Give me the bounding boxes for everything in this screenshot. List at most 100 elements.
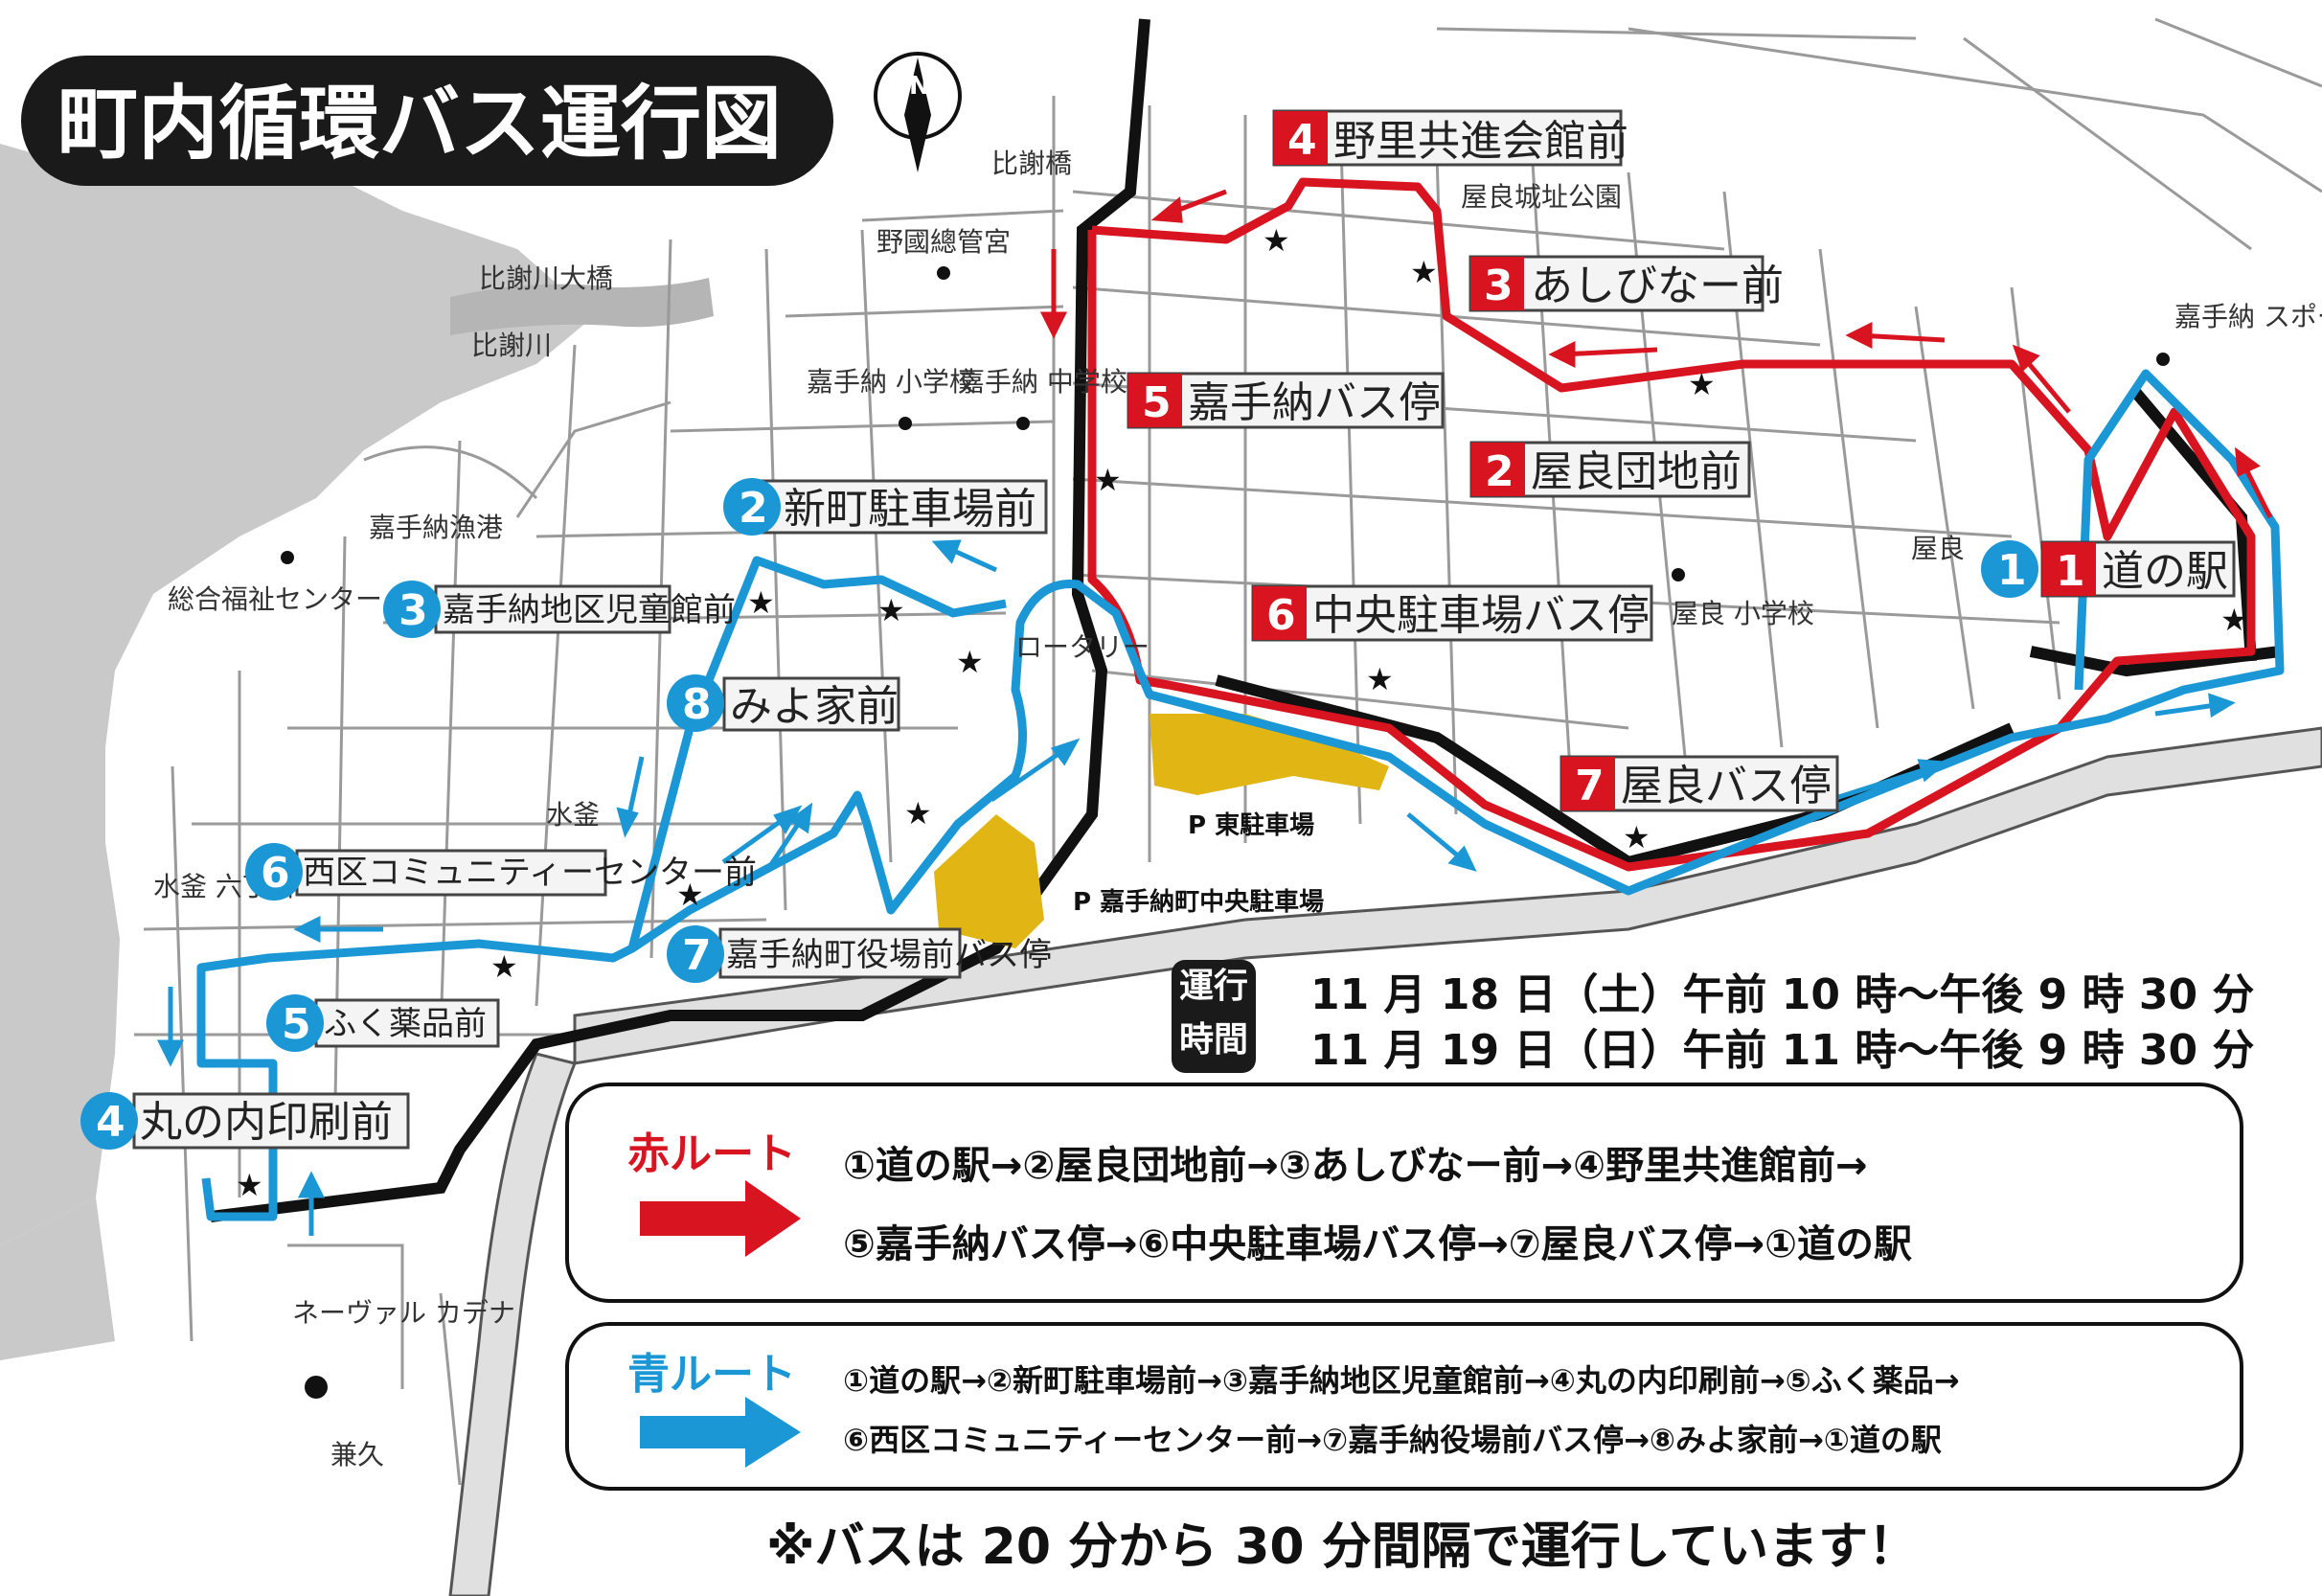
svg-text:★: ★ xyxy=(1263,222,1290,259)
svg-text:6: 6 xyxy=(261,849,290,898)
legend-red-line1: ①道の駅→②屋良団地前→③あしびなー前→④野里共進館前→ xyxy=(843,1144,1868,1188)
label-mizugama: 水釜 xyxy=(546,799,600,831)
stop-stars: ★★ ★★ ★★ ★★ ★★ ★★ ★★ xyxy=(236,222,2248,1203)
svg-text:7: 7 xyxy=(1575,762,1605,810)
frequency-note: ※バスは 20 分から 30 分間隔で運行しています！ xyxy=(766,1518,1919,1576)
svg-text:★: ★ xyxy=(747,584,775,621)
svg-text:★: ★ xyxy=(1623,819,1650,855)
svg-text:中央駐車場バス停: 中央駐車場バス停 xyxy=(1312,591,1650,640)
svg-text:★: ★ xyxy=(904,795,932,832)
blue-stop-5: 5 ふく薬品前 xyxy=(266,994,500,1052)
svg-text:★: ★ xyxy=(1094,462,1122,498)
svg-text:みよ家前: みよ家前 xyxy=(730,682,899,731)
svg-text:5: 5 xyxy=(1142,378,1172,427)
blue-stop-6: 6 西区コミュニティーセンター前 xyxy=(245,843,757,901)
red-stop-7: 7 屋良バス停 xyxy=(1559,755,1839,812)
blue-stop-2: 2 新町駐車場前 xyxy=(723,478,1048,536)
red-direction-arrows xyxy=(1039,189,2273,519)
svg-text:屋良団地前: 屋良団地前 xyxy=(1531,447,1742,496)
label-yara-jo: 屋良城址公園 xyxy=(1461,181,1622,213)
svg-text:1: 1 xyxy=(2056,547,2085,596)
svg-text:あしびなー前: あしびなー前 xyxy=(1531,262,1784,310)
stop-1-michi-no-eki: 1 1 道の駅 xyxy=(1981,540,2236,598)
svg-text:3: 3 xyxy=(1484,262,1514,310)
svg-text:2: 2 xyxy=(1485,447,1514,496)
red-route xyxy=(1087,177,2256,872)
svg-text:★: ★ xyxy=(956,644,984,680)
legend-blue-name: 青ルート xyxy=(627,1350,796,1399)
svg-text:野里共進会館前: 野里共進会館前 xyxy=(1333,117,1628,166)
label-gyoko: 嘉手納漁港 xyxy=(369,512,503,543)
label-kanehisa: 兼久 xyxy=(330,1439,384,1471)
svg-text:ふく薬品前: ふく薬品前 xyxy=(324,1005,487,1043)
blue-stop-4: 4 丸の内印刷前 xyxy=(80,1092,410,1150)
blue-route-arrow-icon xyxy=(640,1397,801,1468)
svg-text:7: 7 xyxy=(682,931,712,980)
red-stop-2: 2 屋良団地前 xyxy=(1469,441,1751,498)
svg-text:丸の内印刷前: 丸の内印刷前 xyxy=(140,1098,393,1147)
parking-east-area xyxy=(1150,714,1389,795)
blue-stop-8: 8 みよ家前 xyxy=(667,674,900,732)
schedule-label: 運行 時間 xyxy=(1172,960,1256,1073)
red-stop-3: 3 あしびなー前 xyxy=(1468,255,1784,312)
svg-text:★: ★ xyxy=(1410,254,1438,290)
red-stop-4: 4 野里共進会館前 xyxy=(1272,109,1628,167)
svg-text:1: 1 xyxy=(1997,546,2027,595)
svg-text:嘉手納バス停: 嘉手納バス停 xyxy=(1188,378,1441,427)
blue-stop-3: 3 嘉手納地区児童館前 xyxy=(383,581,736,638)
svg-text:新町駐車場前: 新町駐車場前 xyxy=(784,485,1036,534)
label-park-central: P 嘉手納町中央駐車場 xyxy=(1073,887,1324,917)
label-kadena-chu: 嘉手納 中学校 xyxy=(958,366,1127,398)
svg-text:嘉手納地区児童館前: 嘉手納地区児童館前 xyxy=(443,591,736,629)
label-nokuni: 野國總管宮 xyxy=(876,226,1011,258)
svg-text:屋良バス停: 屋良バス停 xyxy=(1621,762,1832,810)
svg-text:3: 3 xyxy=(398,586,428,635)
blue-direction-arrows xyxy=(156,539,2236,1236)
svg-text:6: 6 xyxy=(1266,591,1296,640)
blue-stop-7: 7 嘉手納町役場前バス停 xyxy=(667,925,1052,983)
svg-text:5: 5 xyxy=(282,1000,311,1049)
map-title: 町内循環バス運行図 xyxy=(57,77,782,171)
svg-text:嘉手納町役場前バス停: 嘉手納町役場前バス停 xyxy=(726,936,1052,974)
landmark-dots xyxy=(281,266,2170,1399)
title-banner xyxy=(21,56,833,186)
label-yara: 屋良 xyxy=(1911,533,1965,564)
legend-red-name: 赤ルート xyxy=(627,1129,796,1178)
label-hijagawa-ohashi: 比謝川大橋 xyxy=(479,262,613,294)
red-stop-5: 5 嘉手納バス停 xyxy=(1127,372,1445,429)
river xyxy=(450,278,714,335)
schedule-day2: 11 月 19 日（日）午前 11 時～午後 9 時 30 分 xyxy=(1310,1026,2255,1075)
svg-text:★: ★ xyxy=(490,948,518,985)
legend-red-box xyxy=(565,1083,2243,1303)
label-rotary: ロータリー xyxy=(1015,631,1150,663)
svg-text:★: ★ xyxy=(1688,366,1716,402)
svg-text:★: ★ xyxy=(676,877,704,913)
label-sports: 嘉手納 スポーツ ドーム xyxy=(2174,301,2322,332)
legend-red-line2: ⑤嘉手納バス停→⑥中央駐車場バス停→⑦屋良バス停→①道の駅 xyxy=(843,1222,1913,1266)
svg-text:★: ★ xyxy=(2220,602,2248,638)
label-park-east: P 東駐車場 xyxy=(1188,811,1314,840)
legend-blue-line2: ⑥西区コミュニティーセンター前→⑦嘉手納役場前バス停→⑧みよ家前→①道の駅 xyxy=(843,1422,1942,1458)
compass-icon: N xyxy=(874,52,962,172)
svg-text:★: ★ xyxy=(877,592,905,628)
label-hijabashi: 比謝橋 xyxy=(991,148,1072,179)
svg-text:N: N xyxy=(909,72,930,101)
svg-text:★: ★ xyxy=(236,1167,263,1203)
svg-text:4: 4 xyxy=(96,1098,125,1147)
sea-area xyxy=(0,144,594,1245)
parking-central-area xyxy=(934,814,1044,948)
schedule-day1: 11 月 18 日（土）午前 10 時～午後 9 時 30 分 xyxy=(1310,970,2255,1019)
svg-text:4: 4 xyxy=(1287,116,1317,165)
svg-text:道の駅: 道の駅 xyxy=(2102,547,2228,596)
label-hijagawa: 比謝川 xyxy=(471,330,552,361)
legend-blue-box xyxy=(565,1322,2243,1491)
label-naval: ネーヴァル カデナ xyxy=(292,1297,515,1329)
legend-blue-line1: ①道の駅→②新町駐車場前→③嘉手納地区児童館前→④丸の内印刷前→⑤ふく薬品→ xyxy=(843,1362,1960,1399)
label-yara-sho: 屋良 小学校 xyxy=(1672,598,1814,629)
label-kadena-sho: 嘉手納 小学校 xyxy=(807,366,976,398)
label-fukushi: 総合福祉センター xyxy=(168,583,382,615)
svg-text:2: 2 xyxy=(739,484,768,533)
coast-strip xyxy=(0,1197,115,1360)
red-route-arrow-icon xyxy=(640,1180,801,1257)
